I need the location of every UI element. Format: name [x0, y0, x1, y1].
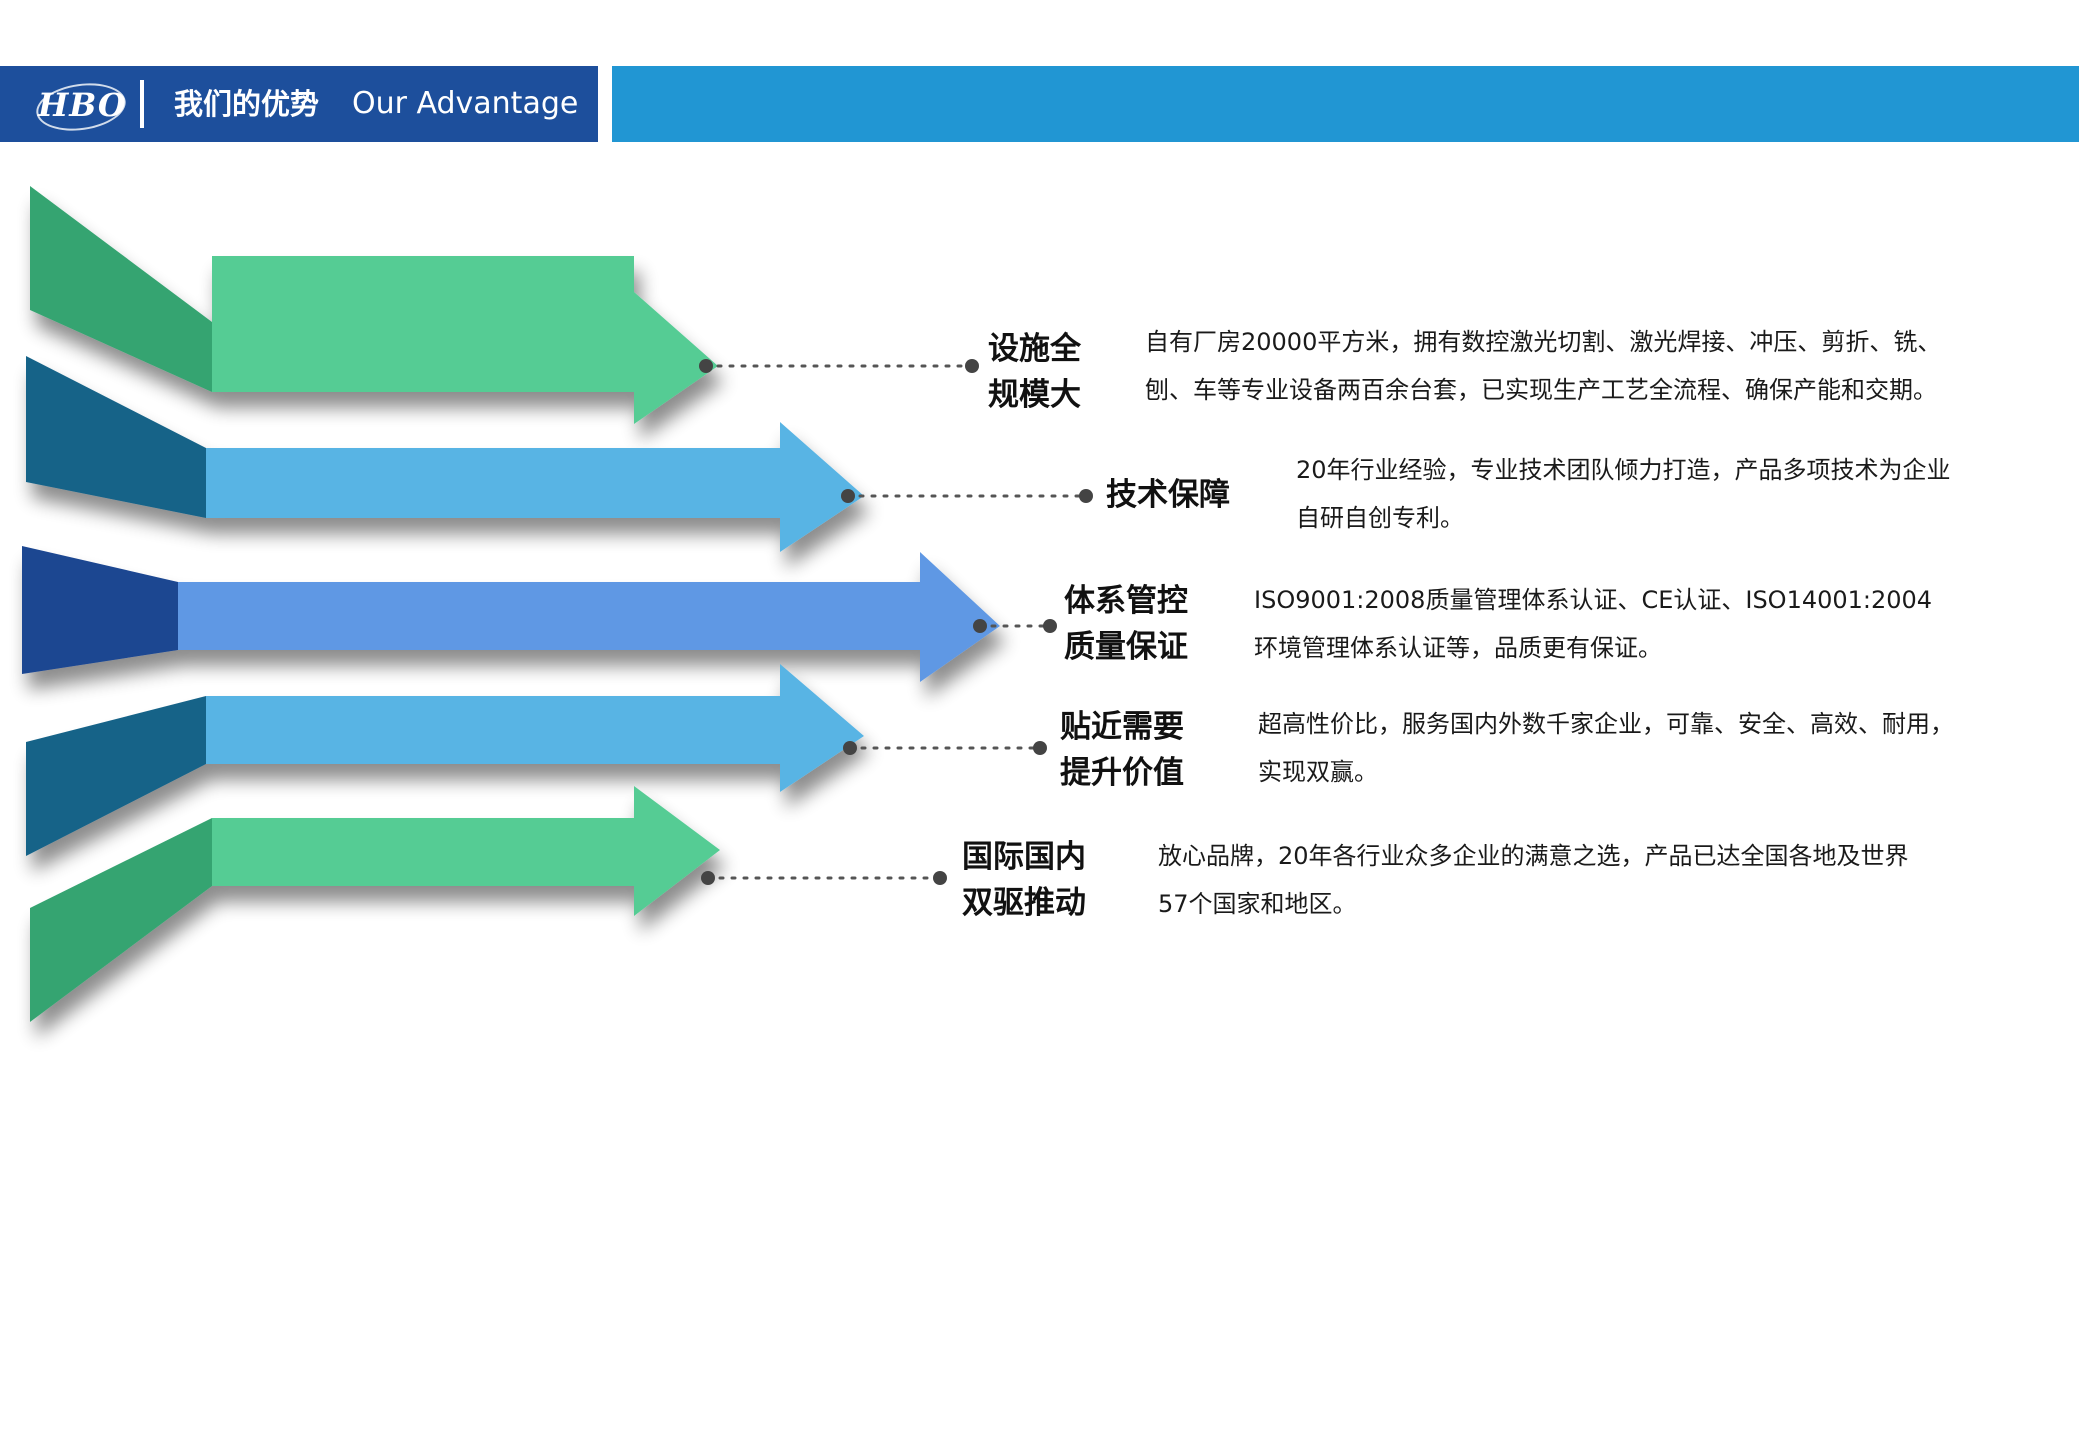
- arrow-value: [26, 664, 864, 856]
- connector-end-dot-international: [933, 871, 947, 885]
- desc-line: 20年行业经验，专业技术团队倾力打造，产品多项技术为企业: [1296, 456, 1951, 484]
- desc-line: ISO9001:2008质量管理体系认证、CE认证、ISO14001:2004: [1254, 586, 1933, 614]
- header-divider: [140, 80, 144, 128]
- desc-line: 自研自创专利。: [1296, 504, 1464, 532]
- connector-start-dot-facilities: [699, 359, 713, 373]
- desc-line: 放心品牌，20年各行业众多企业的满意之选，产品已达全国各地及世界: [1158, 842, 1909, 870]
- arrow-body-technology: [206, 422, 864, 552]
- arrow-international: [30, 786, 720, 1022]
- header-bar: [0, 66, 598, 142]
- label-line: 技术保障: [1106, 477, 1230, 513]
- connector-start-dot-technology: [841, 489, 855, 503]
- label-line: 质量保证: [1064, 629, 1188, 665]
- desc-line: 自有厂房20000平方米，拥有数控激光切割、激光焊接、冲压、剪折、铣、: [1145, 328, 1942, 356]
- connector-start-dot-international: [701, 871, 715, 885]
- arrow-body-quality: [178, 552, 1000, 682]
- label-line: 贴近需要: [1060, 709, 1184, 745]
- arrow-quality: [22, 546, 1000, 682]
- advantage-desc-facilities: 自有厂房20000平方米，拥有数控激光切割、激光焊接、冲压、剪折、铣、 刨、车等…: [1145, 318, 1941, 414]
- arrow-tail-facilities: [30, 186, 212, 392]
- desc-line: 超高性价比，服务国内外数千家企业，可靠、安全、高效、耐用，: [1258, 710, 1954, 738]
- advantage-desc-value: 超高性价比，服务国内外数千家企业，可靠、安全、高效、耐用， 实现双赢。: [1258, 700, 1954, 796]
- advantage-desc-technology: 20年行业经验，专业技术团队倾力打造，产品多项技术为企业 自研自创专利。: [1296, 446, 1951, 542]
- advantage-desc-quality: ISO9001:2008质量管理体系认证、CE认证、ISO14001:2004 …: [1254, 576, 1932, 672]
- advantage-label-value: 贴近需要 提升价值: [1060, 704, 1184, 796]
- desc-line: 57个国家和地区。: [1158, 890, 1357, 918]
- arrow-body-value: [206, 664, 864, 792]
- arrow-body-international: [212, 786, 720, 916]
- label-line: 规模大: [988, 377, 1081, 413]
- label-line: 体系管控: [1064, 583, 1188, 619]
- label-line: 设施全: [988, 331, 1081, 367]
- desc-line: 刨、车等专业设备两百余台套，已实现生产工艺全流程、确保产能和交期。: [1145, 376, 1937, 404]
- advantage-desc-international: 放心品牌，20年各行业众多企业的满意之选，产品已达全国各地及世界 57个国家和地…: [1158, 832, 1909, 928]
- arrow-tail-quality: [22, 546, 178, 674]
- advantage-label-international: 国际国内 双驱推动: [962, 834, 1086, 926]
- company-logo: HBO: [38, 86, 127, 124]
- connector-end-dot-value: [1033, 741, 1047, 755]
- arrow-facilities: [30, 186, 718, 424]
- connector-end-dot-quality: [1043, 619, 1057, 633]
- header-accent-bar: [612, 66, 2079, 142]
- advantage-label-facilities: 设施全 规模大: [988, 326, 1081, 418]
- page-title: 我们的优势: [174, 87, 320, 121]
- label-line: 双驱推动: [962, 885, 1086, 921]
- desc-line: 实现双赢。: [1258, 758, 1378, 786]
- connector-start-dot-value: [843, 741, 857, 755]
- arrow-tail-technology: [26, 356, 206, 518]
- desc-line: 环境管理体系认证等，品质更有保证。: [1254, 634, 1662, 662]
- arrow-body-facilities: [212, 256, 718, 424]
- label-line: 提升价值: [1060, 755, 1184, 791]
- arrow-technology: [26, 356, 864, 552]
- advantage-label-technology: 技术保障: [1106, 472, 1230, 518]
- arrow-tail-international: [30, 818, 212, 1022]
- label-line: 国际国内: [962, 839, 1086, 875]
- connector-end-dot-technology: [1079, 489, 1093, 503]
- connector-start-dot-quality: [973, 619, 987, 633]
- page-title-english: Our Advantage: [352, 86, 579, 121]
- arrow-tail-value: [26, 696, 206, 856]
- connector-end-dot-facilities: [965, 359, 979, 373]
- advantage-label-quality: 体系管控 质量保证: [1064, 578, 1188, 670]
